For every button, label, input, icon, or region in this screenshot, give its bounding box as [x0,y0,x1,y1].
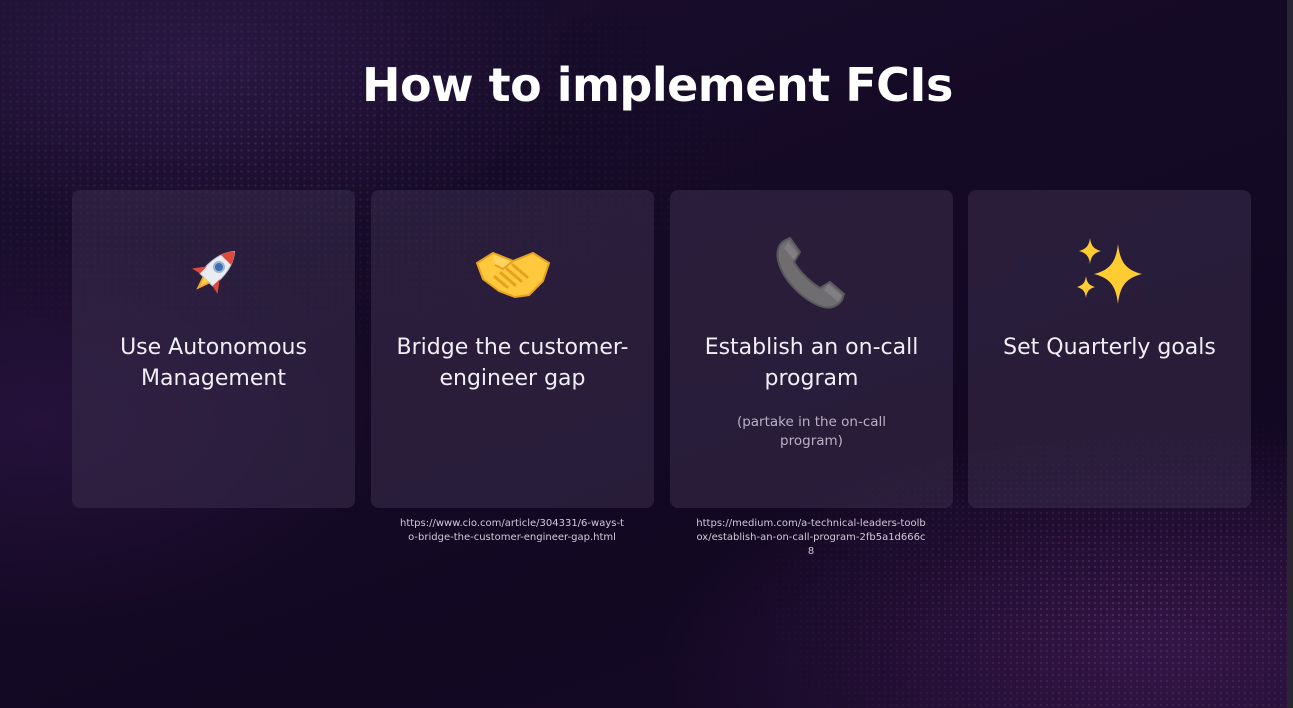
rocket-icon [72,232,355,312]
telephone-icon [670,232,953,312]
slide-title: How to implement FCIs [362,58,953,112]
card-bridge-gap: Bridge the customer-engineer gap [371,190,654,508]
card-on-call-program: Establish an on-call program (partake in… [670,190,953,508]
card-label: Set Quarterly goals [1003,335,1216,360]
card-label: Use Autonomous Management [120,335,307,391]
handshake-icon [371,232,654,312]
article-link-on-call-program[interactable]: https://medium.com/a-technical-leaders-t… [696,518,926,557]
card-autonomous-management: Use Autonomous Management [72,190,355,508]
article-link-customer-engineer-gap[interactable]: https://www.cio.com/article/304331/6-way… [400,518,624,543]
card-label: Establish an on-call program [704,335,919,391]
window-edge [1287,0,1293,708]
sparkles-icon [968,232,1251,312]
card-label: Bridge the customer-engineer gap [396,335,629,391]
card-note: (partake in the on-call program) [736,414,887,449]
card-quarterly-goals: Set Quarterly goals [968,190,1251,508]
